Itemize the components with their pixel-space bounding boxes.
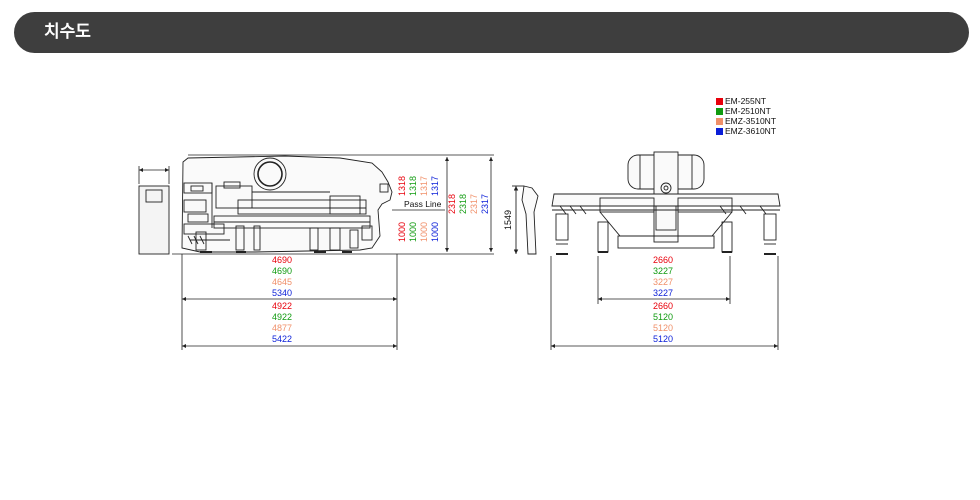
frame-body [181, 155, 393, 253]
control-panel-stand [512, 185, 539, 255]
dim-label: 2318 [447, 194, 457, 214]
legend-swatch [716, 107, 723, 115]
control-cabinet [138, 185, 170, 255]
dim-label: 1318 [397, 176, 407, 196]
dim-label: 4645 [272, 277, 292, 287]
dim-label: 2317 [480, 194, 490, 214]
dim-label: 2317 [469, 194, 479, 214]
legend-item: EMZ-3510NT [716, 116, 776, 126]
dim-label: 1000 [419, 222, 429, 242]
side-height-total-labels: 2318 2318 2317 2317 [447, 194, 490, 214]
dim-label: 4877 [272, 323, 292, 333]
dim-label: 5422 [272, 334, 292, 344]
dim-label: 1317 [430, 176, 440, 196]
legend-label: EMZ-3510NT [725, 116, 777, 126]
legend-item: EM-255NT [716, 96, 776, 106]
dim-label: 2660 [653, 301, 673, 311]
dim-label: 4690 [272, 255, 292, 265]
dim-label: 3227 [653, 277, 673, 287]
base [617, 235, 715, 249]
turret-inner [257, 161, 283, 187]
legend-item: EMZ-3610NT [716, 126, 776, 136]
dim-label: 1318 [408, 176, 418, 196]
legend-label: EMZ-3610NT [725, 126, 777, 136]
legend-swatch [716, 97, 723, 105]
front-view-machine [551, 151, 781, 255]
pass-line-label: Pass Line [404, 199, 442, 209]
dim-label: 5120 [653, 312, 673, 322]
control-stand-height: 1549 [503, 210, 513, 230]
dim-label: 4922 [272, 312, 292, 322]
side-height-top-labels: 1318 1318 1317 1317 [397, 176, 440, 196]
turret-outer [253, 157, 287, 191]
dim-label: 2318 [458, 194, 468, 214]
section-title: 치수도 [44, 22, 91, 42]
side-width-labels: 4690 4690 4645 5340 4922 4922 4877 5422 [272, 255, 292, 344]
legend-label: EM-255NT [725, 96, 767, 106]
dim-label: 1317 [419, 176, 429, 196]
front-width-labels: 2660 3227 3227 3227 2660 5120 5120 5120 [653, 255, 673, 344]
legend-swatch [716, 117, 723, 125]
legend-label: EM-2510NT [725, 106, 771, 116]
model-legend: EM-255NT EM-2510NT EMZ-3510NT EMZ-3610NT [716, 96, 776, 136]
dim-label: 2660 [653, 255, 673, 265]
side-view-machine [138, 155, 393, 255]
work-table [551, 193, 781, 207]
dim-label: 4690 [272, 266, 292, 276]
legend-swatch [716, 127, 723, 135]
dim-label: 1000 [397, 222, 407, 242]
side-dimension-lines [138, 154, 494, 350]
dim-label: 3227 [653, 288, 673, 298]
front-dimension-lines [550, 256, 779, 350]
dim-label: 4922 [272, 301, 292, 311]
dim-label: 1000 [408, 222, 418, 242]
dim-label: 5120 [653, 334, 673, 344]
section-header-bar [14, 12, 969, 53]
dim-label: 3227 [653, 266, 673, 276]
control-cabinet-window [145, 189, 163, 203]
dim-label: 1000 [430, 222, 440, 242]
dim-label: 5120 [653, 323, 673, 333]
legend-item: EM-2510NT [716, 106, 776, 116]
dim-label: 5340 [272, 288, 292, 298]
side-height-pass-labels: 1000 1000 1000 1000 [397, 222, 440, 242]
